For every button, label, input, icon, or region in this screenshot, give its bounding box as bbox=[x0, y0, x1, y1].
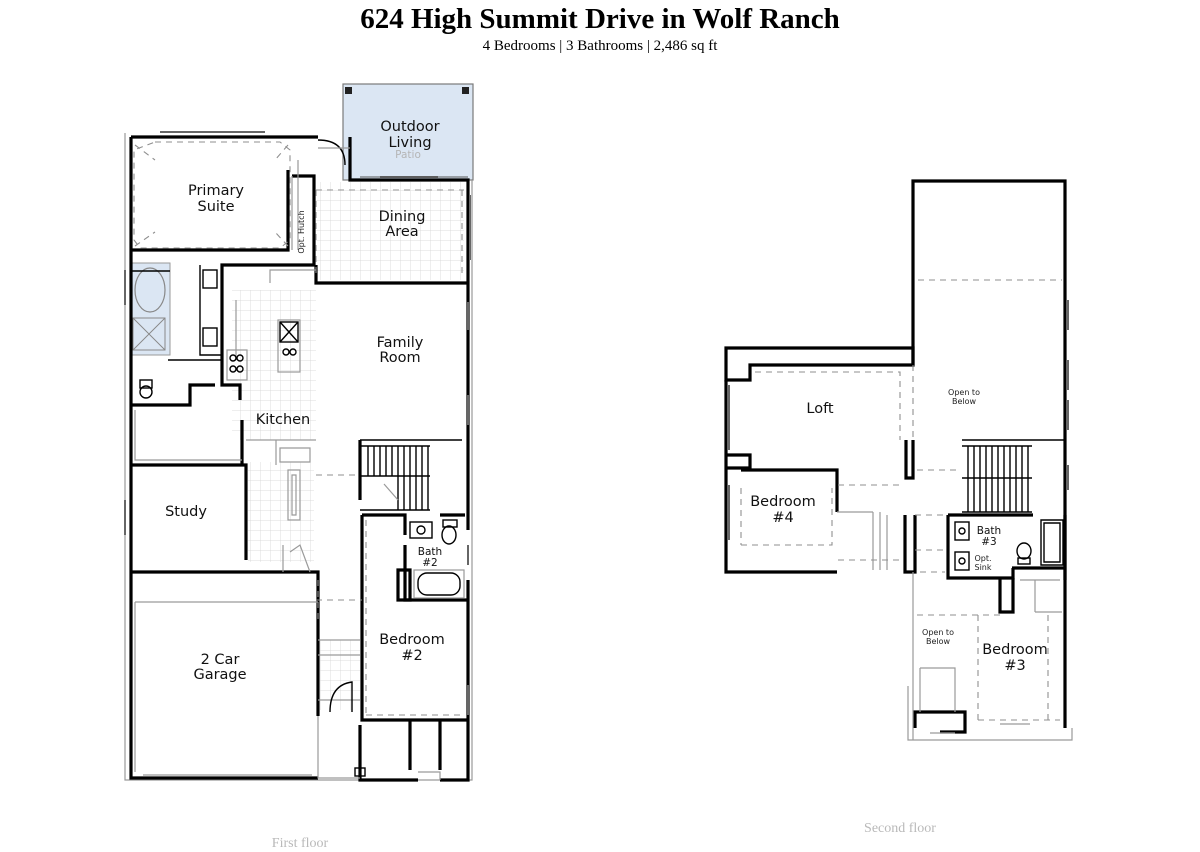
svg-text:Below: Below bbox=[926, 637, 951, 646]
svg-text:Area: Area bbox=[385, 224, 418, 240]
svg-text:Below: Below bbox=[952, 397, 977, 406]
svg-text:Suite: Suite bbox=[197, 199, 234, 215]
svg-text:Sink: Sink bbox=[974, 563, 991, 572]
primary-bath-fixtures bbox=[129, 262, 171, 356]
svg-text:#3: #3 bbox=[1004, 658, 1025, 674]
svg-text:Bedroom: Bedroom bbox=[379, 632, 445, 648]
svg-text:#4: #4 bbox=[772, 510, 793, 526]
outdoor-living-label: Living bbox=[388, 135, 431, 151]
dining-tile-floor bbox=[316, 182, 464, 280]
opt-hutch-label: Opt. Hutch bbox=[297, 210, 306, 253]
bedroom3-label: Bedroom bbox=[982, 642, 1048, 658]
svg-text:Bath: Bath bbox=[977, 525, 1001, 537]
bath2-label: #2 bbox=[422, 557, 437, 569]
second-floor-plan: Open to Below Loft Bedroom #4 Bath #3 Op… bbox=[724, 179, 1073, 741]
svg-text:Family: Family bbox=[377, 335, 424, 351]
svg-text:Open to: Open to bbox=[922, 628, 954, 637]
svg-text:Outdoor: Outdoor bbox=[380, 119, 439, 135]
hall-tile-floor bbox=[248, 462, 314, 562]
bath3-label: #3 bbox=[981, 536, 996, 548]
bedroom3-label: #3 bbox=[1004, 658, 1025, 674]
post-icon bbox=[345, 87, 352, 94]
open-to-below-label: Open to bbox=[948, 388, 980, 397]
first-floor-stairs bbox=[360, 439, 462, 511]
svg-text:Patio: Patio bbox=[395, 149, 421, 161]
page-subtitle: 4 Bedrooms | 3 Bathrooms | 2,486 sq ft bbox=[482, 38, 718, 54]
second-floor-stairs bbox=[962, 439, 1065, 513]
svg-text:Opt. Hutch: Opt. Hutch bbox=[297, 210, 306, 253]
tub-icon bbox=[134, 267, 166, 313]
svg-text:#2: #2 bbox=[422, 557, 437, 569]
primary-suite-label: Primary bbox=[188, 183, 244, 199]
svg-text:Bath: Bath bbox=[418, 546, 442, 558]
svg-text:#3: #3 bbox=[981, 536, 996, 548]
open-to-below-label: Below bbox=[926, 637, 951, 646]
dining-area-label: Dining bbox=[379, 209, 426, 225]
bedroom4-label: Bedroom bbox=[750, 494, 816, 510]
outdoor-living-label: Outdoor bbox=[380, 119, 439, 135]
svg-text:Loft: Loft bbox=[806, 401, 834, 417]
svg-text:Room: Room bbox=[379, 350, 420, 366]
post-icon bbox=[462, 87, 469, 94]
svg-text:2 Car: 2 Car bbox=[201, 652, 240, 668]
svg-text:Garage: Garage bbox=[193, 667, 246, 683]
open-to-below-label: Below bbox=[952, 397, 977, 406]
first-floor-plan: Outdoor Living Patio Primary Suite Opt. … bbox=[124, 83, 474, 782]
outdoor-living-area bbox=[342, 83, 474, 181]
open-to-below-label: Open to bbox=[922, 628, 954, 637]
garage-label: 2 Car bbox=[201, 652, 240, 668]
kitchen-label: Kitchen bbox=[256, 412, 311, 428]
second-floor-caption: Second floor bbox=[864, 821, 936, 836]
svg-text:Kitchen: Kitchen bbox=[256, 412, 311, 428]
dining-area-label: Area bbox=[385, 224, 418, 240]
bath2-label: Bath bbox=[418, 546, 442, 558]
bedroom2-label: Bedroom bbox=[379, 632, 445, 648]
bedroom2-label: #2 bbox=[401, 648, 422, 664]
kitchen-tile-floor bbox=[232, 290, 316, 440]
svg-text:#2: #2 bbox=[401, 648, 422, 664]
loft-label: Loft bbox=[806, 401, 834, 417]
opt-sink-label: Sink bbox=[974, 563, 991, 572]
svg-text:Opt.: Opt. bbox=[974, 554, 991, 563]
svg-text:Open to: Open to bbox=[948, 388, 980, 397]
bedroom4-label: #4 bbox=[772, 510, 793, 526]
svg-text:Bedroom: Bedroom bbox=[982, 642, 1048, 658]
svg-text:Living: Living bbox=[388, 135, 431, 151]
family-room-label: Room bbox=[379, 350, 420, 366]
bath3-label: Bath bbox=[977, 525, 1001, 537]
opt-sink-label: Opt. bbox=[974, 554, 991, 563]
primary-suite-label: Suite bbox=[197, 199, 234, 215]
svg-text:Bedroom: Bedroom bbox=[750, 494, 816, 510]
family-room-label: Family bbox=[377, 335, 424, 351]
svg-text:Dining: Dining bbox=[379, 209, 426, 225]
study-label: Study bbox=[165, 504, 207, 520]
first-floor-caption: First floor bbox=[271, 836, 329, 851]
entry-tile-floor bbox=[320, 640, 360, 710]
garage-label: Garage bbox=[193, 667, 246, 683]
svg-text:Study: Study bbox=[165, 504, 207, 520]
svg-text:Primary: Primary bbox=[188, 183, 244, 199]
patio-label: Patio bbox=[395, 149, 421, 161]
page-title: 624 High Summit Drive in Wolf Ranch bbox=[360, 3, 840, 35]
